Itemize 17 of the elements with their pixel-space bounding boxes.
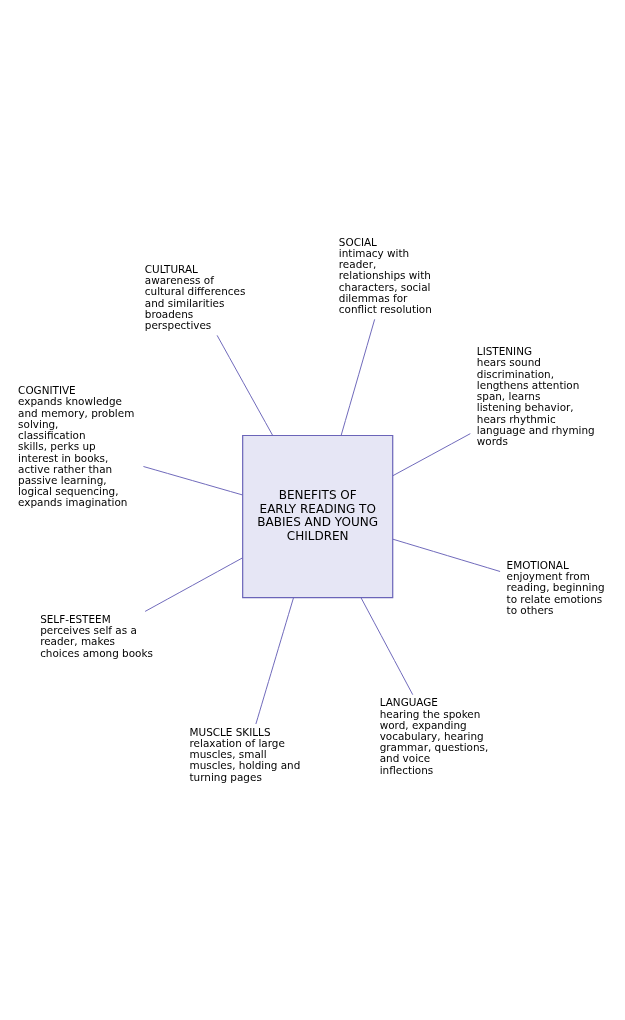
connector <box>255 596 294 724</box>
node-text: SELF-ESTEEM perceives self as a reader, makes choices among books <box>40 612 153 659</box>
node-text: EMOTIONAL enjoyment from reading, beginning to relate emotions to others <box>506 558 605 616</box>
node-text: LANGUAGE hearing the spoken word, expanding vocabulary, hearing grammar, questions, and voice inflections <box>379 695 489 776</box>
node-box: BENEFITS OF EARLY READING TO BABIES AND YOUNG CHILDREN <box>242 434 394 598</box>
connector <box>144 556 243 612</box>
node-text: CULTURAL awareness of cultural differences and similarities broadens perspectives <box>144 262 246 331</box>
connector <box>340 318 376 436</box>
node-text: COGNITIVE expands knowledge and memory, problem solving, classification skills, perks up interest in books, active rather than passive learning, logical sequencing, expands imagination <box>18 383 135 508</box>
connector <box>392 538 501 572</box>
connector <box>392 432 471 476</box>
node-text: SOCIAL intimacy with reader, relationships with characters, social dilemmas for conflict resolution <box>338 235 432 315</box>
connector <box>360 596 414 695</box>
node-text: LISTENING hears sound discrimination, lengthens attention span, learns listening behavior, hears rhythmic language and rhyming words <box>476 344 595 447</box>
node-text: MUSCLE SKILLS relaxation of large muscles, small muscles, holding and turning pages <box>189 725 301 783</box>
connector <box>216 334 274 436</box>
connector <box>142 465 244 495</box>
